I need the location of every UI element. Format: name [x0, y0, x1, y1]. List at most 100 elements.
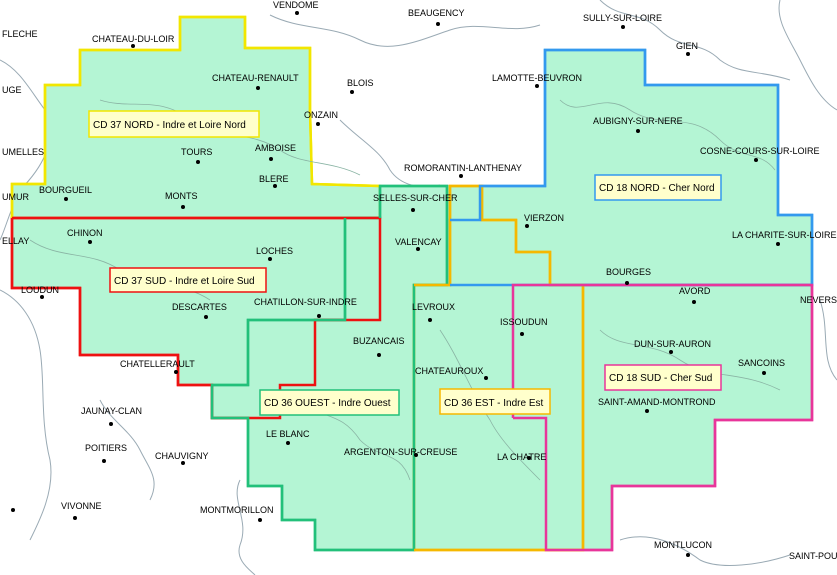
city-dot — [762, 371, 766, 375]
zone-label-box-cd18-sud — [604, 364, 722, 391]
city-label[interactable]: LA CHATRE — [497, 452, 546, 462]
city-dot — [268, 257, 272, 261]
city-dot — [525, 224, 529, 228]
city-label[interactable]: VENDOME — [273, 0, 319, 10]
city-label[interactable]: DESCARTES — [172, 302, 227, 312]
city-label[interactable]: AUBIGNY-SUR-NERE — [593, 116, 683, 126]
city-dot — [484, 376, 488, 380]
city-label[interactable]: MONTLUCON — [654, 540, 712, 550]
boundary-line — [99, 399, 155, 501]
zone-label-cd18-nord[interactable]: CD 18 NORD - Cher Nord — [599, 183, 715, 194]
city-label[interactable]: BEAUGENCY — [408, 8, 465, 18]
city-label[interactable]: BOURGUEIL — [39, 185, 92, 195]
city-dot — [669, 350, 673, 354]
zone-label-cd37-nord[interactable]: CD 37 NORD - Indre et Loire Nord — [93, 120, 246, 131]
city-label[interactable]: BOURGES — [606, 267, 651, 277]
city-label[interactable]: LOUDUN — [21, 285, 59, 295]
city-dot — [520, 332, 524, 336]
city-label[interactable]: CHATEAU-RENAULT — [212, 73, 299, 83]
city-dot — [181, 461, 185, 465]
city-dot — [692, 300, 696, 304]
zone-label-box-cd36-est — [439, 388, 551, 415]
city-dot — [350, 90, 354, 94]
city-dot — [273, 184, 277, 188]
zone-label-cd36-est[interactable]: CD 36 EST - Indre Est — [444, 398, 544, 409]
zone-label-box-cd37-nord — [88, 110, 260, 138]
city-label[interactable]: CHATELLERAULT — [120, 359, 195, 369]
city-label[interactable]: SAINT-AMAND-MONTROND — [598, 397, 716, 407]
city-dot — [269, 157, 273, 161]
city-label[interactable]: CHATILLON-SUR-INDRE — [254, 297, 357, 307]
city-label[interactable]: ARGENTON-SUR-CREUSE — [344, 447, 457, 457]
city-label[interactable]: VALENCAY — [395, 237, 442, 247]
city-label[interactable]: BLERE — [259, 174, 289, 184]
city-label[interactable]: SAINT-POU — [789, 551, 837, 561]
city-label[interactable]: MONTMORILLON — [200, 505, 274, 515]
city-label[interactable]: MONTS — [165, 191, 198, 201]
city-label[interactable]: VIVONNE — [61, 501, 102, 511]
city-label[interactable]: LE BLANC — [266, 429, 310, 439]
city-label[interactable]: CHINON — [67, 228, 103, 238]
city-dot — [295, 11, 299, 15]
city-label[interactable]: VIERZON — [524, 213, 564, 223]
city-label[interactable]: UMELLES — [2, 147, 44, 157]
zone-border-orange — [414, 184, 585, 552]
zone-border-magenta — [511, 283, 814, 552]
city-label[interactable]: BUZANCAIS — [353, 336, 405, 346]
city-dot — [416, 247, 420, 251]
boundary-line — [236, 479, 256, 575]
city-label[interactable]: UMUR — [2, 192, 29, 202]
zone-label-box-cd18-nord — [594, 174, 722, 201]
city-dot — [73, 516, 77, 520]
city-label[interactable]: ROMORANTIN-LANTHENAY — [404, 163, 522, 173]
city-label[interactable]: LEVROUX — [412, 302, 455, 312]
city-label[interactable]: ELLAY — [2, 236, 29, 246]
city-dot — [174, 370, 178, 374]
boundary-line — [559, 99, 776, 171]
city-dot — [109, 422, 113, 426]
city-label[interactable]: BLOIS — [347, 78, 374, 88]
city-label[interactable]: TOURS — [181, 147, 212, 157]
city-label[interactable]: POITIERS — [85, 443, 127, 453]
city-dot — [754, 158, 758, 162]
city-label[interactable]: DUN-SUR-AURON — [634, 339, 711, 349]
city-dot — [131, 44, 135, 48]
city-label[interactable]: UGE — [2, 85, 22, 95]
zone-label-cd18-sud[interactable]: CD 18 SUD - Cher Sud — [609, 373, 712, 384]
city-label[interactable]: LAMOTTE-BEUVRON — [492, 73, 582, 83]
city-label[interactable]: LOCHES — [256, 246, 293, 256]
zone-border-green — [210, 184, 449, 552]
city-label[interactable]: SANCOINS — [738, 358, 785, 368]
boundary-line — [599, 0, 791, 81]
boundary-line — [269, 14, 541, 47]
city-dot — [316, 122, 320, 126]
city-label[interactable]: CHATEAUROUX — [415, 366, 483, 376]
city-label[interactable]: LA CHARITE-SUR-LOIRE — [732, 230, 837, 240]
city-dot — [535, 84, 539, 88]
city-label[interactable]: ISSOUDUN — [500, 317, 548, 327]
zone-label-cd37-sud[interactable]: CD 37 SUD - Indre et Loire Sud — [114, 276, 255, 287]
city-dot — [11, 508, 15, 512]
boundary-line — [0, 289, 52, 541]
city-dot — [411, 208, 415, 212]
city-label[interactable]: COSNE-COURS-SUR-LOIRE — [700, 146, 820, 156]
city-label[interactable]: JAUNAY-CLAN — [81, 406, 142, 416]
zone-label-box-cd37-sud — [109, 267, 267, 293]
zone-label-cd36-ouest[interactable]: CD 36 OUEST - Indre Ouest — [264, 398, 391, 409]
city-label[interactable]: CHAUVIGNY — [155, 451, 209, 461]
city-label[interactable]: CHATEAU-DU-LOIR — [92, 34, 175, 44]
city-label[interactable]: SULLY-SUR-LOIRE — [583, 13, 662, 23]
city-label[interactable]: GIEN — [676, 41, 698, 51]
city-label[interactable]: AMBOISE — [255, 143, 296, 153]
city-label[interactable]: AVORD — [679, 286, 711, 296]
boundary-line — [778, 0, 837, 111]
city-label[interactable]: ONZAIN — [304, 110, 338, 120]
city-label[interactable]: NEVERS — [800, 295, 837, 305]
city-dot — [286, 441, 290, 445]
city-dot — [64, 197, 68, 201]
city-label[interactable]: SELLES-SUR-CHER — [373, 193, 458, 203]
city-dot — [377, 353, 381, 357]
city-label[interactable]: FLECHE — [2, 29, 38, 39]
